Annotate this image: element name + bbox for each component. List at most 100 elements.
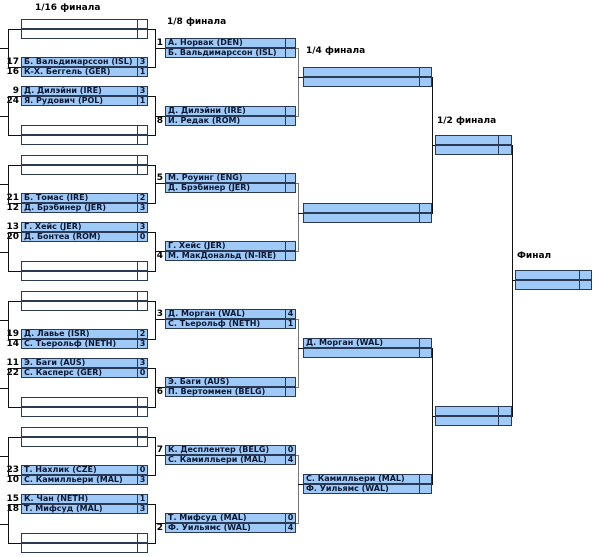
player-slot[interactable]: Ф. Уильямс (WAL)4	[165, 523, 296, 533]
player-slot[interactable]	[21, 135, 148, 145]
player-slot[interactable]	[21, 155, 148, 165]
player-slot[interactable]	[435, 416, 512, 426]
player-slot[interactable]: Д. Лавье (ISR)2	[21, 329, 148, 339]
player-slot[interactable]: К. Десплентер (BELG)0	[165, 445, 296, 455]
player-slot[interactable]: Г. Хейс (JER)3	[21, 222, 148, 232]
player-slot[interactable]	[515, 270, 592, 280]
player-slot[interactable]	[21, 533, 148, 543]
player-slot[interactable]: Д. Морган (WAL)4	[165, 309, 296, 319]
player-score	[419, 484, 432, 494]
player-slot[interactable]: Б. Томас (IRE)2	[21, 193, 148, 203]
player-name	[21, 29, 138, 39]
player-slot[interactable]: Д. Морган (WAL)	[303, 338, 432, 348]
bracket-connector-line	[8, 29, 9, 68]
player-slot[interactable]	[21, 271, 148, 281]
player-slot[interactable]	[21, 437, 148, 447]
player-slot[interactable]: М. Роуинг (ENG)	[165, 173, 296, 183]
player-slot[interactable]	[515, 280, 592, 290]
player-slot[interactable]	[21, 19, 148, 29]
bracket-connector-line	[298, 77, 303, 78]
player-slot[interactable]: Т. Мифсуд (MAL)0	[165, 513, 296, 523]
player-score	[285, 38, 296, 48]
player-name	[515, 270, 580, 280]
player-slot[interactable]: Д. Бонтеа (ROM)0	[21, 232, 148, 242]
bracket-connector-line	[148, 271, 155, 272]
player-slot[interactable]	[21, 29, 148, 39]
player-score: 0	[137, 368, 148, 378]
player-slot[interactable]: Д. Дилэйни (IRE)	[165, 106, 296, 116]
seed-number: 6	[156, 387, 163, 397]
player-score	[285, 251, 296, 261]
bracket-connector-line	[8, 437, 21, 438]
player-slot[interactable]	[21, 543, 148, 553]
player-slot[interactable]: С. Камилльери (MAL)3	[21, 475, 148, 485]
player-slot[interactable]	[21, 261, 148, 271]
bracket-connector-line	[148, 165, 155, 166]
player-slot[interactable]: Д. Дилэйни (IRE)3	[21, 86, 148, 96]
player-score	[137, 543, 148, 553]
player-slot[interactable]	[303, 203, 432, 213]
player-slot[interactable]	[21, 291, 148, 301]
bracket-connector-line	[8, 407, 21, 408]
bracket-connector-line	[296, 523, 298, 524]
bracket-connector-line	[8, 96, 21, 97]
seed-number: 10	[6, 475, 19, 485]
player-name	[21, 407, 138, 417]
player-slot[interactable]: Б. Вальдимарссон (ISL)	[165, 48, 296, 58]
bracket-connector-line	[296, 251, 298, 252]
round1-match	[21, 125, 148, 145]
player-slot[interactable]	[21, 427, 148, 437]
player-slot[interactable]	[435, 145, 512, 155]
player-slot[interactable]: Э. Баги (AUS)3	[21, 358, 148, 368]
player-slot[interactable]	[21, 301, 148, 311]
player-name: Д. Дилэйни (IRE)	[165, 106, 286, 116]
player-slot[interactable]: Д. Брэбинер (JER)	[165, 183, 296, 193]
player-slot[interactable]: Д. Брэбинер (JER)3	[21, 203, 148, 213]
seed-number: 22	[6, 368, 19, 378]
player-slot[interactable]: Я. Рудович (POL)1	[21, 96, 148, 106]
player-score	[137, 135, 148, 145]
player-slot[interactable]	[21, 125, 148, 135]
bracket-connector-line	[298, 455, 299, 524]
player-slot[interactable]	[303, 77, 432, 87]
player-slot[interactable]	[435, 406, 512, 416]
player-slot[interactable]: Т. Нахлик (CZE)0	[21, 465, 148, 475]
player-slot[interactable]	[21, 397, 148, 407]
player-slot[interactable]: С. Тьерольф (NETH)1	[165, 319, 296, 329]
player-slot[interactable]	[303, 213, 432, 223]
player-name: Д. Брэбинер (JER)	[165, 183, 286, 193]
player-slot[interactable]: П. Вертоммен (BELG)	[165, 387, 296, 397]
player-slot[interactable]	[303, 67, 432, 77]
player-name	[21, 437, 138, 447]
player-slot[interactable]	[303, 348, 432, 358]
player-slot[interactable]: С. Касперс (GER)0	[21, 368, 148, 378]
player-score	[137, 407, 148, 417]
player-slot[interactable]	[21, 407, 148, 417]
player-slot[interactable]: К-Х. Беггель (GER)1	[21, 67, 148, 77]
round3-match: Д. Морган (WAL)	[303, 338, 432, 358]
player-name: Б. Вальдимарссон (ISL)	[21, 57, 138, 67]
player-slot[interactable]: Т. Мифсуд (MAL)3	[21, 504, 148, 514]
player-slot[interactable]: М. МакДональд (N-IRE)	[165, 251, 296, 261]
player-slot[interactable]: Г. Хейс (JER)	[165, 241, 296, 251]
bracket-connector-line	[8, 96, 9, 136]
player-name	[21, 271, 138, 281]
player-name: Т. Мифсуд (MAL)	[21, 504, 138, 514]
semifinal-match	[435, 406, 512, 426]
player-slot[interactable]: Б. Вальдимарссон (ISL)3	[21, 57, 148, 67]
player-slot[interactable]: А. Норвак (DEN)	[165, 38, 296, 48]
player-slot[interactable]	[435, 135, 512, 145]
player-name: Д. Лавье (ISR)	[21, 329, 138, 339]
player-slot[interactable]: С. Тьерольф (NETH)3	[21, 339, 148, 349]
player-slot[interactable]: Ф. Уильямс (WAL)	[303, 484, 432, 494]
player-name: Ф. Уильямс (WAL)	[165, 523, 286, 533]
player-slot[interactable]: С. Камилльери (MAL)	[303, 474, 432, 484]
player-slot[interactable]: И. Редак (ROM)	[165, 116, 296, 126]
player-slot[interactable]: С. Камилльери (MAL)4	[165, 455, 296, 465]
player-slot[interactable]	[21, 165, 148, 175]
player-slot[interactable]: Э. Баги (AUS)	[165, 377, 296, 387]
player-slot[interactable]: К. Чан (NETH)1	[21, 494, 148, 504]
